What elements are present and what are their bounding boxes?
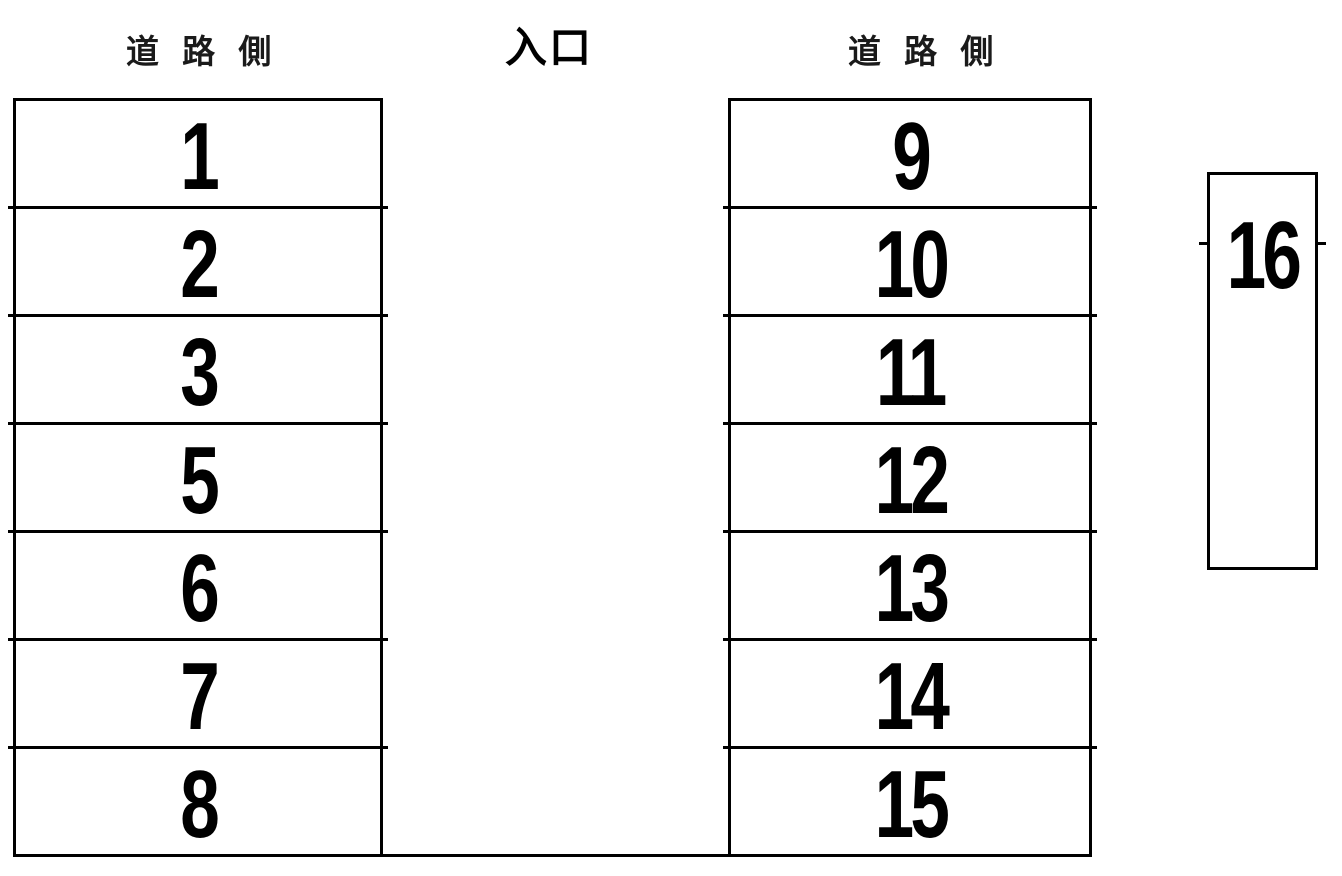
tick-mark-right-16	[1318, 242, 1326, 245]
space-number: 10	[874, 210, 949, 318]
space-number: 3	[180, 318, 220, 426]
parking-space-row: 15	[723, 746, 1097, 858]
parking-space-row: 10	[723, 206, 1097, 318]
space-number: 11	[876, 318, 947, 426]
parking-column-right: 9 10 11 12 13 14 15	[723, 98, 1097, 858]
space-number: 9	[892, 102, 932, 210]
space-number: 14	[874, 642, 949, 750]
parking-space-row: 7	[8, 638, 388, 750]
space-number: 15	[874, 750, 949, 858]
parking-space-16: 16	[1207, 172, 1318, 570]
parking-space-row: 3	[8, 314, 388, 426]
space-number: 12	[874, 426, 949, 534]
space-number: 16	[1226, 202, 1302, 309]
space-number: 6	[180, 534, 220, 642]
space-number: 1	[180, 102, 220, 210]
parking-space-row: 11	[723, 314, 1097, 426]
parking-space-row: 6	[8, 530, 388, 642]
corridor-bottom-line	[380, 854, 731, 857]
entrance-label: 入口	[505, 24, 594, 71]
parking-space-row: 14	[723, 638, 1097, 750]
parking-space-row: 8	[8, 746, 388, 858]
parking-space-row: 1	[16, 101, 380, 206]
space-number: 8	[180, 750, 220, 858]
parking-space-row: 12	[723, 422, 1097, 534]
road-side-label-right: 道 路 側	[848, 33, 998, 70]
space-number: 7	[180, 642, 220, 750]
parking-space-row: 5	[8, 422, 388, 534]
space-number: 5	[180, 426, 220, 534]
parking-space-row: 9	[731, 101, 1089, 206]
parking-space-row: 13	[723, 530, 1097, 642]
space-number: 2	[180, 210, 220, 318]
parking-space-row: 2	[8, 206, 388, 318]
tick-mark-left-16	[1199, 242, 1207, 245]
space-number: 13	[874, 534, 949, 642]
parking-column-left: 1 2 3 5 6 7 8	[8, 98, 388, 858]
road-side-label-left: 道 路 側	[126, 33, 276, 70]
